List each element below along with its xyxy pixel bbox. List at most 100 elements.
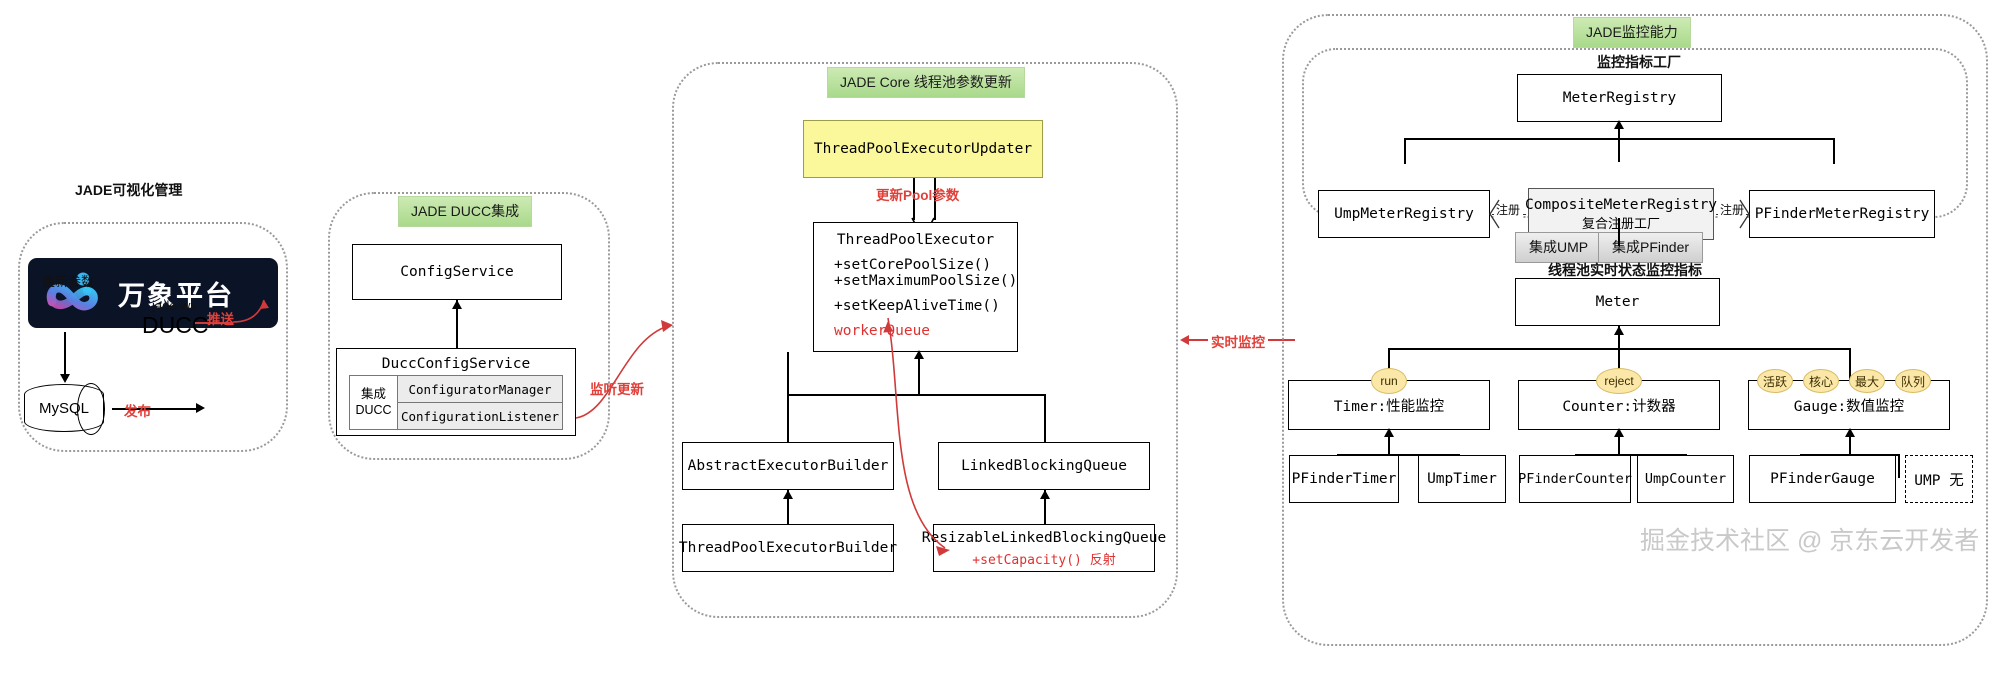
connector-resizable-to-linked xyxy=(1044,490,1046,524)
watermark: 掘金技术社区 @ 京东云开发者 xyxy=(1640,527,1980,555)
config-service-box[interactable]: ConfigService xyxy=(352,244,562,300)
branch-left-builder xyxy=(787,394,789,444)
queue-up-stem xyxy=(918,352,920,394)
gauge-leaf-stem xyxy=(1849,430,1851,454)
ducc-label: DUCC xyxy=(142,312,209,338)
timer-leaf-stem xyxy=(1388,430,1390,454)
timer-leaf-bar xyxy=(1337,454,1459,456)
meter-label: Meter xyxy=(1595,294,1640,310)
gauge-leaf-right xyxy=(1898,454,1900,478)
pfinder-timer-box[interactable]: PFinderTimer xyxy=(1289,455,1399,503)
linked-blocking-queue-box[interactable]: LinkedBlockingQueue xyxy=(938,442,1150,490)
listen-update-label: 监听更新 xyxy=(590,382,644,397)
pfinder-meter-registry-box[interactable]: PFinderMeterRegistry xyxy=(1749,190,1935,238)
group-jade-ducc xyxy=(328,192,610,460)
group-jade-ducc-title: JADE DUCC集成 xyxy=(398,196,533,227)
arrowhead-to-ducc xyxy=(196,403,205,413)
gauge-leaf-bar xyxy=(1800,454,1899,456)
timer-badge-run: run xyxy=(1371,368,1407,394)
wanxiang-platform-banner: 万象平台 xyxy=(28,258,278,328)
counter-leaf-stem xyxy=(1618,430,1620,454)
connector-banner-to-mysql xyxy=(64,332,66,376)
meter-branch-timer xyxy=(1388,348,1390,382)
connector-factory-to-meter xyxy=(1618,218,1620,246)
gauge-badge-queue: 队列 xyxy=(1895,369,1931,393)
pfinder-gauge-box[interactable]: PFinderGauge xyxy=(1749,455,1896,503)
set-capacity-label: +setCapacity() 反射 xyxy=(972,553,1116,568)
meter-down-stem xyxy=(1618,326,1620,348)
configuration-listener-cell[interactable]: ConfigurationListener xyxy=(398,403,562,429)
mysql-cylinder: MySQL xyxy=(24,383,105,435)
arrowhead-to-meter-registry xyxy=(1614,120,1624,129)
gauge-badge-active: 活跃 xyxy=(1757,369,1793,393)
executor-title: ThreadPoolExecutor xyxy=(836,232,995,248)
arrowhead-realtime-monitor xyxy=(1180,335,1189,345)
meter-branch-gauge xyxy=(1849,348,1851,382)
executor-h-bar xyxy=(787,394,1045,396)
integrate-pfinder-button[interactable]: 集成PFinder xyxy=(1598,232,1704,263)
threadpool-executor-updater-box[interactable]: ThreadPoolExecutorUpdater xyxy=(803,120,1043,178)
group-jade-core xyxy=(672,62,1178,618)
registry-branch-right xyxy=(1833,138,1835,164)
mysql-label: MySQL xyxy=(38,399,89,417)
arrowhead-to-timer xyxy=(1384,428,1394,437)
ump-timer-label: UmpTimer xyxy=(1427,471,1497,487)
registry-branch-left xyxy=(1404,138,1406,164)
arrowhead-to-linked-queue xyxy=(1040,490,1050,499)
composite-meter-registry-box[interactable]: CompositeMeterRegistry 复合注册工厂 xyxy=(1525,188,1717,240)
registry-h-bar xyxy=(1404,138,1834,140)
register-label-right: 注册 xyxy=(1718,201,1747,218)
integration-table: 集成 DUCC ConfiguratorManager Configuratio… xyxy=(349,375,563,430)
ump-meter-registry-box[interactable]: UmpMeterRegistry xyxy=(1318,190,1490,238)
dep-arrow-right xyxy=(1739,199,1750,229)
pfinder-meter-registry-label: PFinderMeterRegistry xyxy=(1754,206,1930,222)
group-jade-core-title: JADE Core 线程池参数更新 xyxy=(827,67,1025,98)
worker-queue-reflection-curve xyxy=(883,317,950,556)
meter-registry-label: MeterRegistry xyxy=(1562,90,1677,106)
resizable-linked-blocking-queue-box[interactable]: ResizableLinkedBlockingQueue +setCapacit… xyxy=(922,524,1166,572)
counter-box[interactable]: Counter:计数器 xyxy=(1518,380,1720,430)
integrate-ump-button[interactable]: 集成UMP xyxy=(1515,232,1603,263)
timer-label: Timer:性能监控 xyxy=(1333,398,1445,415)
config-service-label: ConfigService xyxy=(400,264,514,280)
connector-ducccfg-to-cfg xyxy=(456,300,458,348)
update-params-label: 更新参数 xyxy=(42,274,95,289)
connector-composite-to-meterregistry xyxy=(1618,122,1620,162)
method-1: +setMaximumPoolSize() xyxy=(834,273,1018,289)
ump-counter-label: UmpCounter xyxy=(1644,471,1727,487)
dep-arrow-left xyxy=(1489,199,1500,229)
threadpool-executor-builder-box[interactable]: ThreadPoolExecutorBuilder xyxy=(678,524,898,572)
ump-counter-box[interactable]: UmpCounter xyxy=(1637,455,1734,503)
ump-none-box: UMP 无 xyxy=(1905,455,1973,503)
branch-right-queue xyxy=(1044,394,1046,444)
push-connector-line xyxy=(195,322,233,324)
arrowhead-to-meter xyxy=(1614,326,1624,335)
arrowhead-to-config-service xyxy=(452,300,462,309)
ump-none-label: UMP 无 xyxy=(1914,472,1964,489)
gauge-badge-core: 核心 xyxy=(1803,369,1839,393)
counter-badge-reject: reject xyxy=(1596,368,1642,394)
group-metric-factory-title: 监控指标工厂 xyxy=(1597,54,1681,70)
abstract-executor-builder-box[interactable]: AbstractExecutorBuilder xyxy=(682,442,894,490)
meter-registry-box[interactable]: MeterRegistry xyxy=(1517,74,1722,122)
connector-updater-right xyxy=(934,178,936,220)
realtime-monitor-label: 实时监控 xyxy=(1208,331,1268,351)
pfinder-timer-label: PFinderTimer xyxy=(1291,471,1397,487)
push-curve xyxy=(232,299,269,323)
tpe-builder-label: ThreadPoolExecutorBuilder xyxy=(678,540,898,556)
integrate-line2: DUCC xyxy=(355,402,392,417)
arrowhead-to-mysql xyxy=(60,374,70,383)
configurator-manager-cell[interactable]: ConfiguratorManager xyxy=(398,376,562,403)
counter-leaf-bar xyxy=(1575,454,1686,456)
updater-label: ThreadPoolExecutorUpdater xyxy=(813,141,1033,157)
arrowhead-to-abstract-builder xyxy=(783,490,793,499)
register-label-left: 注册 xyxy=(1494,201,1523,218)
meter-box[interactable]: Meter xyxy=(1515,278,1720,326)
integration-table-label: 集成 DUCC xyxy=(350,376,398,429)
group-jade-visual xyxy=(18,222,288,452)
connector-mysql-to-ducc xyxy=(112,408,200,410)
ump-timer-box[interactable]: UmpTimer xyxy=(1418,455,1506,503)
threadpool-executor-box[interactable]: ThreadPoolExecutor +setCorePoolSize() +s… xyxy=(813,222,1018,352)
pfinder-counter-box[interactable]: PFinderCounter xyxy=(1518,455,1632,503)
